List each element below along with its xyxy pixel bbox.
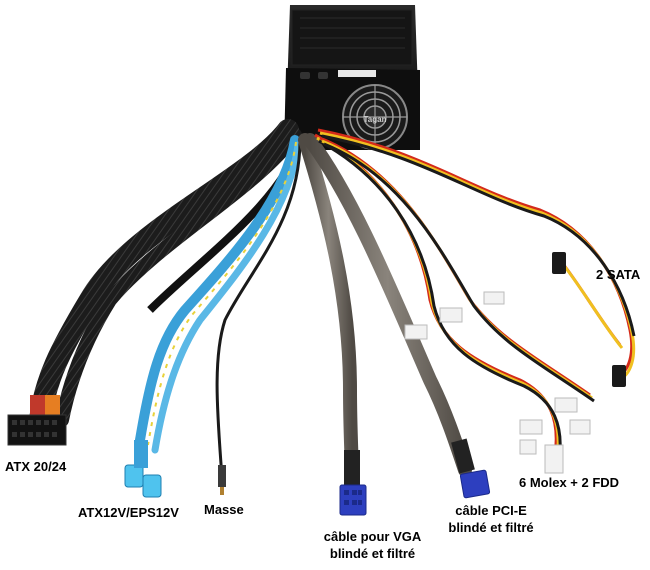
label-vga-line2: blindé et filtré (329, 546, 416, 561)
label-molex: 6 Molex + 2 FDD (519, 475, 620, 490)
sata-connectors (552, 252, 626, 387)
label-pcie-line1: câble PCI-E (455, 503, 527, 518)
psu-switch (300, 72, 310, 79)
vga-cable (298, 133, 360, 487)
label-pcie-line2: blindé et filtré (448, 520, 534, 535)
sata-cable (317, 128, 636, 380)
atx-connector (7, 395, 67, 446)
pcie-connector (459, 469, 491, 499)
label-sata: 2 SATA (596, 267, 641, 282)
atx12v-cable (135, 135, 302, 454)
molex-connectors (404, 291, 591, 474)
fan-brand-label: Tagan (364, 115, 387, 124)
ground-wire (215, 139, 302, 495)
vga-connector (339, 484, 367, 516)
label-pcie: câble PCI-E blindé et filtré (436, 502, 546, 536)
pcie-cable (303, 133, 475, 477)
atx12v-connector (124, 440, 162, 498)
psu-sticker (338, 70, 376, 77)
fan-grill (342, 84, 408, 150)
molex-cable (314, 133, 595, 462)
label-atx: ATX 20/24 (5, 459, 67, 474)
label-atx12v: ATX12V/EPS12V (78, 505, 179, 520)
label-vga-line1: câble pour VGA (323, 529, 422, 544)
label-masse: Masse (204, 502, 244, 517)
label-vga: câble pour VGA blindé et filtré (315, 528, 430, 562)
